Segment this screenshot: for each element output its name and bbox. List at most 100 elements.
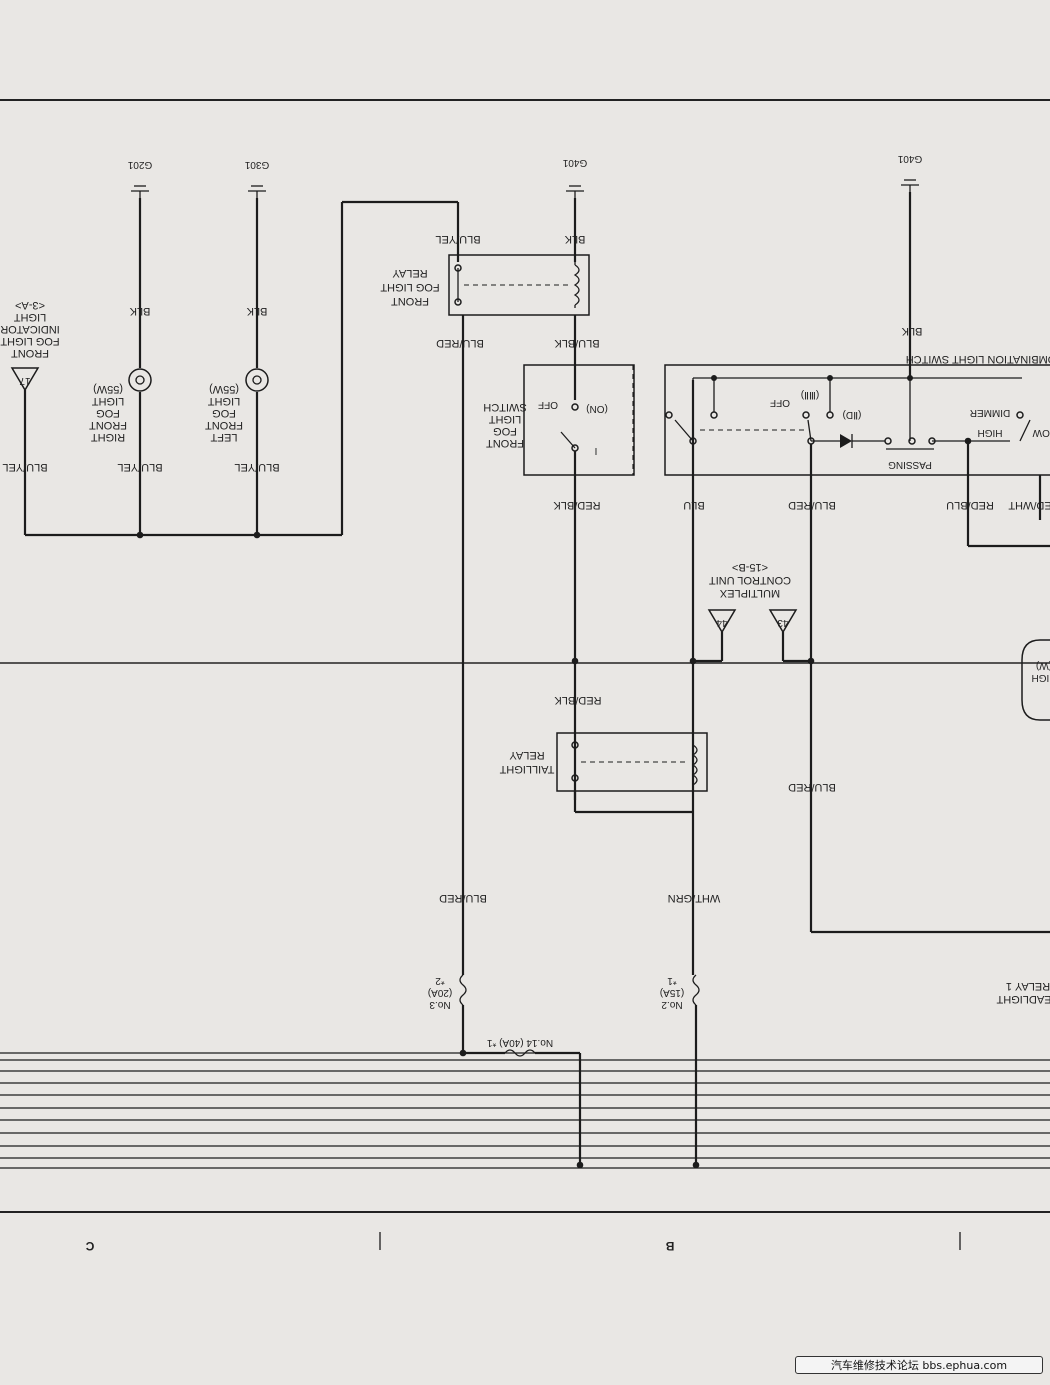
wire-label: RED/BLK xyxy=(554,694,602,706)
ground-g301: G301 xyxy=(244,159,269,198)
svg-text:44: 44 xyxy=(716,617,728,628)
svg-text:No.2: No.2 xyxy=(661,999,683,1010)
multiplex-control-unit-label: MULTIPLEX CONTROL UNIT <15-B> xyxy=(709,561,791,599)
svg-text:*2: *2 xyxy=(435,975,445,986)
wire-label: BLU/YEL xyxy=(2,461,47,473)
wire-label: RED/BLU xyxy=(946,499,994,511)
svg-text:FRONT: FRONT xyxy=(11,347,49,359)
head-position-label: (ⅡD) xyxy=(843,409,862,420)
taillight-relay-label: TAILLIGHT RELAY xyxy=(499,749,554,775)
svg-text:FRONT: FRONT xyxy=(391,295,429,307)
wire-label: BLU/YEL xyxy=(435,233,480,245)
svg-text:(20A): (20A) xyxy=(428,987,452,998)
multiplex-connector-44: 44 xyxy=(709,610,735,632)
svg-text:FRONT: FRONT xyxy=(205,419,243,431)
svg-text:INDICATOR: INDICATOR xyxy=(0,323,60,335)
svg-text:LIGHT: LIGHT xyxy=(92,395,125,407)
svg-text:(55W): (55W) xyxy=(93,383,123,395)
svg-text:FOG: FOG xyxy=(96,407,120,419)
wire-label: BLU/RED xyxy=(436,337,484,349)
ground-g401-b: G401 xyxy=(897,153,922,192)
wire-label: BLU/YEL xyxy=(117,461,162,473)
svg-text:*1: *1 xyxy=(667,975,677,986)
fuse-no14 xyxy=(463,1050,583,1168)
ground-g201: G201 xyxy=(127,159,152,198)
svg-text:FOG LIGHT: FOG LIGHT xyxy=(0,335,60,347)
fuse-no2-label: No.2 (15A) *1 xyxy=(660,975,684,1010)
svg-text:LIGHT: LIGHT xyxy=(208,395,241,407)
fog-switch-label: FRONT FOG LIGHT SWITCH xyxy=(483,401,526,449)
fog-switch-pos-label: I xyxy=(595,445,598,456)
grid-letter-b: B xyxy=(665,1239,674,1253)
multiplex-connector-43: 43 xyxy=(770,610,814,664)
svg-text:(W): (W) xyxy=(1036,660,1050,671)
wire-label: BLU/YEL xyxy=(234,461,279,473)
wire-label: BLU/RED xyxy=(788,781,836,793)
svg-text:RELAY: RELAY xyxy=(392,267,428,279)
left-front-fog-light xyxy=(246,369,268,391)
fog-relay-label: FRONT FOG LIGHT RELAY xyxy=(380,267,440,307)
fog-switch-off-label: OFF xyxy=(538,399,558,410)
svg-text:FRONT: FRONT xyxy=(486,437,524,449)
svg-text:RELAY: RELAY xyxy=(509,749,545,761)
off-label: OFF xyxy=(770,397,790,408)
wire-label: BLU/RED xyxy=(788,499,836,511)
fog-switch-on-label: (ON) xyxy=(586,403,608,414)
wire-label: BLU xyxy=(683,499,704,511)
ground-label: G201 xyxy=(127,159,152,170)
splice xyxy=(137,532,144,539)
svg-text:LIGHT: LIGHT xyxy=(489,413,522,425)
svg-text:TAILLIGHT: TAILLIGHT xyxy=(499,763,554,775)
low-label: LOW xyxy=(1032,427,1050,438)
headlight-relay-label: HEADLIGHT RELAY 1 xyxy=(996,980,1050,1005)
wire-label: BLU/BLK xyxy=(554,337,600,349)
svg-text:LEFT: LEFT xyxy=(210,431,237,443)
svg-text:FOG LIGHT: FOG LIGHT xyxy=(380,281,440,293)
ground-g401-a: G401 xyxy=(562,157,587,198)
watermark: 汽车维修技术论坛 bbs.ephua.com xyxy=(795,1356,1043,1374)
fog-indicator-label: FRONT FOG LIGHT INDICATOR LIGHT <3-A> xyxy=(0,299,60,359)
svg-text:<3-A>: <3-A> xyxy=(15,299,45,311)
ground-label: G301 xyxy=(244,159,269,170)
wire-label: BLK xyxy=(246,305,267,317)
passing-label: PASSING xyxy=(888,459,932,470)
svg-text:(55W): (55W) xyxy=(209,383,239,395)
wire-label: RED/WHT xyxy=(1008,499,1050,511)
svg-text:FOG: FOG xyxy=(493,425,517,437)
wire-label: RED/BLK xyxy=(553,499,601,511)
dimmer-label: DIMMER xyxy=(970,407,1011,418)
wire-label: BLU/RED xyxy=(439,892,487,904)
high-label: HIGH xyxy=(978,427,1003,438)
splice xyxy=(254,532,261,539)
svg-text:RELAY 1: RELAY 1 xyxy=(1006,980,1050,992)
right-front-fog-light xyxy=(129,369,151,391)
right-fog-light-label: RIGHT FRONT FOG LIGHT (55W) xyxy=(89,383,127,443)
svg-text:HIGH: HIGH xyxy=(1032,672,1050,683)
wire-label: BLK xyxy=(564,233,585,245)
svg-text:RIGHT: RIGHT xyxy=(91,431,126,443)
svg-text:SWITCH: SWITCH xyxy=(483,401,526,413)
tail-position-label: (ⅢⅡ) xyxy=(801,389,819,400)
svg-text:No.3: No.3 xyxy=(429,999,451,1010)
svg-text:HEADLIGHT: HEADLIGHT xyxy=(996,993,1050,1005)
fuse-no14-label: No.14 (40A) *1 xyxy=(486,1037,553,1048)
svg-text:FOG: FOG xyxy=(212,407,236,419)
svg-text:17: 17 xyxy=(19,375,31,386)
svg-text:43: 43 xyxy=(777,617,789,628)
wire-label: BLK xyxy=(129,305,150,317)
splice xyxy=(572,658,579,665)
fuse-no3-label: No.3 (20A) *2 xyxy=(428,975,452,1010)
svg-text:(15A): (15A) xyxy=(660,987,684,998)
left-fog-light-label: LEFT FRONT FOG LIGHT (55W) xyxy=(205,383,243,443)
fog-indicator-connector: 17 xyxy=(12,368,38,390)
svg-text:MULTIPLEX: MULTIPLEX xyxy=(719,587,780,599)
front-fog-light-relay xyxy=(449,255,589,315)
high-beam-lamp: HIGH (W) xyxy=(1022,640,1050,720)
svg-text:<15-B>: <15-B> xyxy=(732,561,768,573)
fuse-no3 xyxy=(460,975,467,1056)
ground-label: G401 xyxy=(897,153,922,164)
wire-label: WHT/GRN xyxy=(668,892,721,904)
grid-letter-c: C xyxy=(85,1239,94,1253)
svg-text:FRONT: FRONT xyxy=(89,419,127,431)
